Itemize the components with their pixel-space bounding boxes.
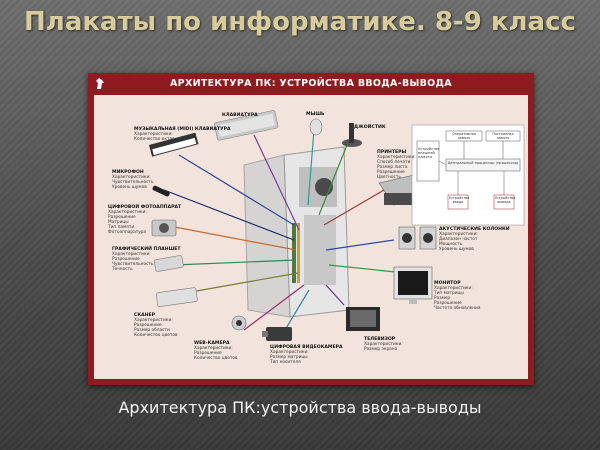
device-label: КЛАВИАТУРА	[222, 113, 258, 118]
joystick-icon	[342, 123, 362, 147]
poster: АРХИТЕКТУРА ПК: УСТРОЙСТВА ВВОДА-ВЫВОДА	[88, 73, 534, 385]
video-camera-icon	[262, 327, 292, 341]
slide-caption: Архитектура ПК:устройства ввода-выводы	[118, 398, 482, 417]
device-label: МЫШЬ	[306, 112, 325, 117]
graphic-tablet-icon	[154, 255, 184, 272]
keyboard-icon	[214, 110, 279, 141]
device-label: ДЖОЙСТИК	[354, 125, 386, 130]
devices-illustration	[149, 110, 525, 341]
midi-keyboard-icon	[149, 132, 199, 157]
tv-icon	[346, 307, 380, 331]
diagram-rom: Постоянная память	[492, 132, 514, 140]
poster-content: Устройства внешней памяти Оперативная па…	[94, 95, 528, 379]
scanner-icon	[155, 287, 198, 307]
architecture-diagram	[411, 124, 525, 226]
poster-title: АРХИТЕКТУРА ПК: УСТРОЙСТВА ВВОДА-ВЫВОДА	[170, 78, 452, 89]
web-camera-icon	[231, 315, 247, 331]
diagram-input: Устройства ввода	[449, 196, 470, 204]
diagram-ram: Оперативная память	[452, 132, 476, 140]
monitor-icon	[393, 266, 433, 304]
speakers-icon	[398, 226, 437, 250]
digital-camera-icon	[151, 219, 177, 237]
mouse-icon	[309, 118, 323, 136]
horse-logo-icon	[96, 78, 104, 89]
diagram-cpu: Центральный процессор (процессор)	[447, 161, 519, 165]
system-unit-icon	[243, 146, 350, 318]
diagram-output: Устройства вывода	[495, 196, 516, 204]
slide-title: Плакаты по информатике. 8-9 класс	[24, 7, 576, 37]
microphone-icon	[152, 185, 170, 197]
diagram-external-memory: Устройства внешней памяти	[418, 147, 440, 159]
